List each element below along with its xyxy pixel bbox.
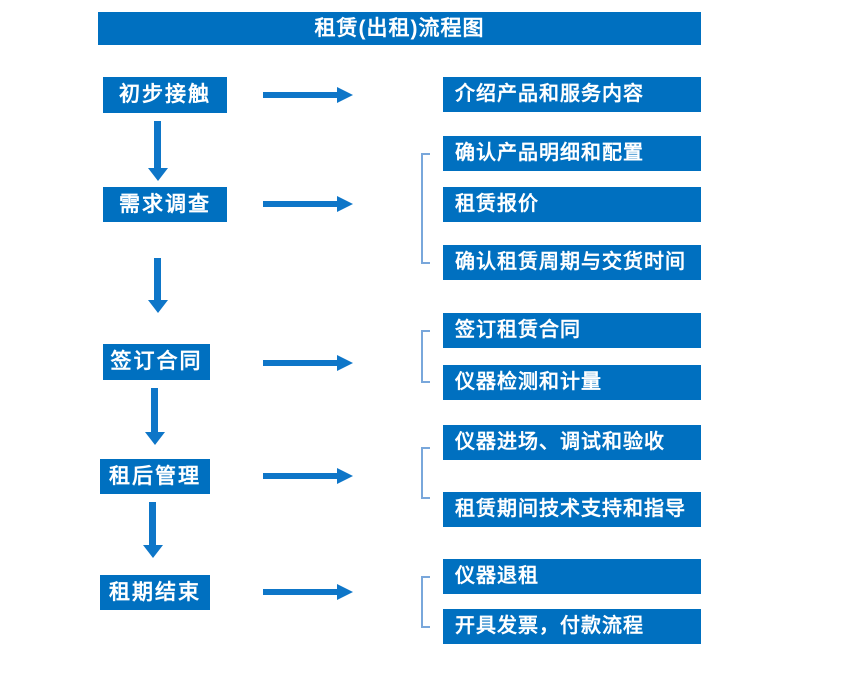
down-arrow-head — [148, 168, 168, 181]
down-arrow-2 — [148, 258, 168, 313]
stage-label: 签订合同 — [110, 350, 203, 373]
stage-box-post-rental-management: 租后管理 — [100, 459, 210, 494]
right-arrow-2 — [263, 196, 353, 212]
right-arrow-4 — [263, 468, 353, 484]
page-title: 租赁(出租)流程图 — [314, 17, 485, 40]
down-arrow-3 — [145, 388, 165, 445]
down-arrow-head — [148, 300, 168, 313]
detail-box-rental-quotation: 租赁报价 — [443, 187, 701, 222]
right-arrow-3 — [263, 355, 353, 371]
down-arrow-shaft — [154, 258, 161, 300]
detail-label: 签订租赁合同 — [455, 319, 581, 341]
stage-box-demand-survey: 需求调查 — [103, 187, 227, 222]
right-arrow-head — [337, 468, 353, 484]
detail-box-instrument-testing: 仪器检测和计量 — [443, 365, 701, 400]
detail-label: 确认产品明细和配置 — [455, 142, 644, 164]
down-arrow-1 — [148, 121, 168, 181]
stage-box-sign-contract: 签订合同 — [103, 344, 210, 380]
right-arrow-head — [337, 584, 353, 600]
right-arrow-5 — [263, 584, 353, 600]
down-arrow-shaft — [149, 502, 156, 545]
stage-label: 租期结束 — [109, 581, 201, 604]
title-bar: 租赁(出租)流程图 — [98, 12, 701, 45]
detail-label: 租赁期间技术支持和指导 — [455, 498, 686, 520]
down-arrow-shaft — [151, 388, 158, 432]
group-bracket-sign-contract — [421, 330, 430, 383]
right-arrow-shaft — [263, 201, 337, 207]
detail-label: 仪器检测和计量 — [455, 371, 602, 393]
detail-box-confirm-rental-period: 确认租赁周期与交货时间 — [443, 245, 701, 280]
right-arrow-head — [337, 196, 353, 212]
group-bracket-demand-survey — [421, 153, 430, 264]
right-arrow-head — [337, 355, 353, 371]
down-arrow-4 — [143, 502, 163, 558]
right-arrow-head — [337, 87, 353, 103]
down-arrow-shaft — [154, 121, 161, 168]
detail-label: 介绍产品和服务内容 — [455, 83, 644, 105]
down-arrow-head — [143, 545, 163, 558]
detail-label: 开具发票，付款流程 — [455, 615, 644, 637]
right-arrow-shaft — [263, 360, 337, 366]
right-arrow-1 — [263, 87, 353, 103]
stage-label: 初步接触 — [119, 83, 211, 106]
group-bracket-rental-end — [421, 576, 430, 628]
detail-box-instrument-return: 仪器退租 — [443, 559, 701, 594]
detail-box-sign-rental-contract: 签订租赁合同 — [443, 313, 701, 348]
detail-box-technical-support: 租赁期间技术支持和指导 — [443, 492, 701, 527]
detail-box-instrument-setup-acceptance: 仪器进场、调试和验收 — [443, 425, 701, 460]
right-arrow-shaft — [263, 473, 337, 479]
stage-box-initial-contact: 初步接触 — [103, 77, 227, 113]
detail-box-confirm-product-details: 确认产品明细和配置 — [443, 136, 701, 171]
detail-label: 租赁报价 — [455, 193, 539, 215]
stage-label: 租后管理 — [109, 465, 201, 488]
down-arrow-head — [145, 432, 165, 445]
detail-label: 确认租赁周期与交货时间 — [455, 251, 686, 273]
detail-box-invoice-payment: 开具发票，付款流程 — [443, 609, 701, 644]
stage-box-rental-end: 租期结束 — [100, 575, 210, 610]
stage-label: 需求调查 — [119, 193, 211, 216]
right-arrow-shaft — [263, 589, 337, 595]
detail-box-introduce-products: 介绍产品和服务内容 — [443, 77, 701, 112]
detail-label: 仪器进场、调试和验收 — [455, 431, 665, 453]
group-bracket-post-rental — [421, 447, 430, 499]
detail-label: 仪器退租 — [455, 565, 539, 587]
right-arrow-shaft — [263, 92, 337, 98]
